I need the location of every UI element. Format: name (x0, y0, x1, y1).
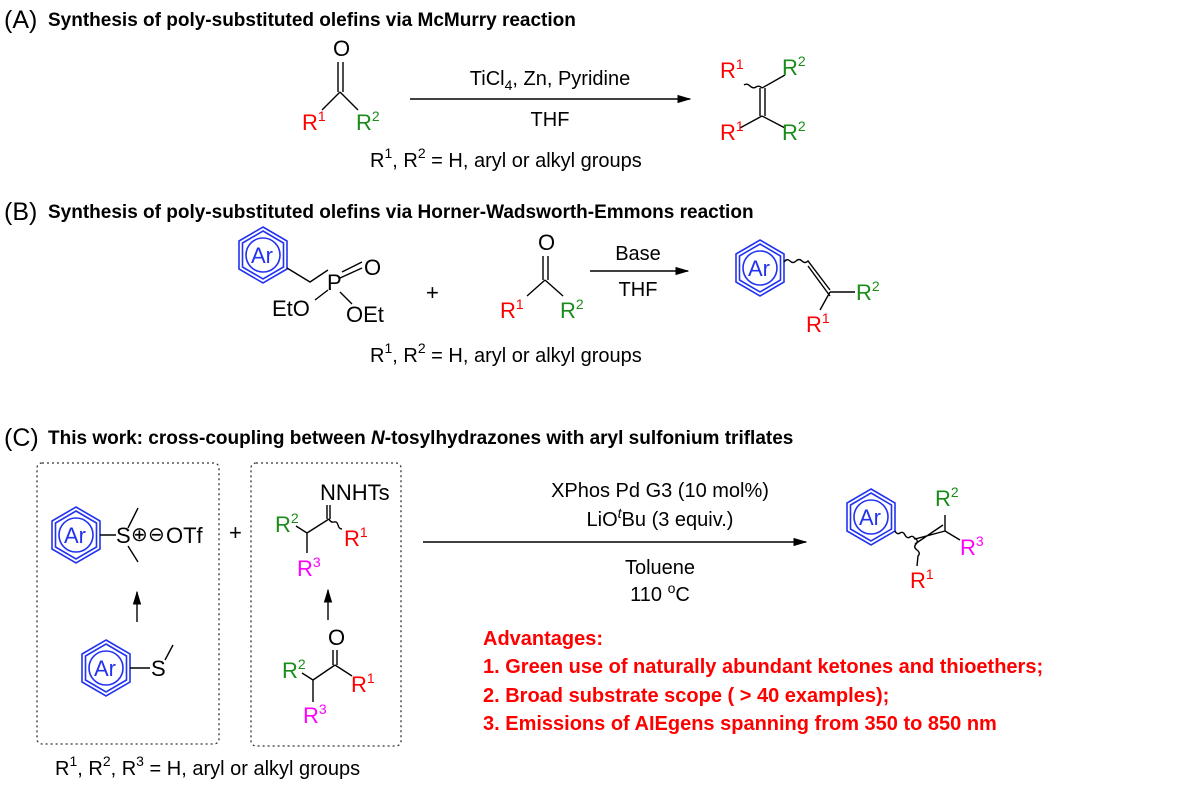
r2-label: R2 (560, 296, 584, 323)
r2-label: R2 (356, 108, 380, 135)
nnhts-label: NNHTs (320, 480, 390, 505)
r3-label: R3 (960, 533, 984, 560)
aryl-thioether: Ar S (81, 639, 174, 697)
solvent-a: THF (531, 109, 570, 131)
phosphorus-label: P (327, 270, 342, 295)
plus-sign: + (229, 520, 242, 545)
solvent-c: Toluene (625, 557, 695, 579)
oxygen-label: O (328, 625, 345, 650)
ketone-c: O R2 R1 R3 (282, 625, 375, 728)
r1-label: R1 (351, 670, 375, 697)
advantage-item: 3. Emissions of AIEgens spanning from 35… (483, 713, 997, 735)
olefin-product-c: Ar R2 R3 R1 (846, 484, 984, 593)
plus-sign: + (426, 280, 439, 305)
section-a-label: (A) (4, 6, 37, 34)
ketone-a: O R1 R2 (302, 36, 380, 135)
solvent-b: THF (619, 279, 658, 301)
section-b: (B) Synthesis of poly-substituted olefin… (4, 198, 880, 367)
reagent-b: Base (615, 243, 661, 265)
sulfur-label: S (151, 656, 166, 681)
ar-label: Ar (859, 505, 881, 530)
oet-label: OEt (346, 302, 384, 327)
hydrazone-box (250, 462, 402, 747)
r1-label: R1 (720, 56, 744, 83)
section-b-label: (B) (4, 198, 37, 226)
r2-label: R2 (275, 510, 299, 537)
r1-label: R1 (910, 566, 934, 593)
phosphonate: Ar P O EtO OEt (238, 226, 384, 327)
oxygen-label: O (333, 36, 350, 61)
section-c-title: This work: cross-coupling between N-tosy… (48, 428, 793, 449)
r1-label: R1 (720, 118, 744, 145)
r1-label: R1 (500, 296, 524, 323)
r3-label: R3 (297, 554, 321, 581)
n-tosylhydrazone: NNHTs R2 R1 R3 (275, 480, 390, 581)
olefin-product-a: R1 R2 R1 R2 (720, 53, 806, 145)
base-label: LiOtBu (3 equiv.) (587, 505, 734, 531)
advantage-item: 1. Green use of naturally abundant keton… (483, 656, 1043, 678)
r1-label: R1 (302, 108, 326, 135)
eto-label: EtO (272, 296, 310, 321)
olefin-product-b: Ar R2 R1 (735, 239, 880, 337)
advantages-title: Advantages: (483, 628, 603, 650)
section-a: (A) Synthesis of poly-substituted olefin… (4, 6, 806, 172)
r2-label: R2 (782, 118, 806, 145)
temperature-label: 110 oC (630, 580, 690, 606)
positive-charge-icon: ⊕ (131, 524, 148, 546)
ar-label: Ar (748, 256, 770, 281)
r2-label: R2 (856, 278, 880, 305)
ar-label: Ar (251, 243, 273, 268)
ketone-b: O R1 R2 (500, 230, 584, 323)
section-a-title: Synthesis of poly-substituted olefins vi… (48, 10, 576, 31)
r2-label: R2 (282, 656, 306, 683)
sulfonium-box (36, 462, 220, 745)
caption-a: R1, R2 = H, aryl or alkyl groups (370, 145, 642, 172)
r2-label: R2 (782, 53, 806, 80)
caption-c: R1, R2, R3 = H, aryl or alkyl groups (55, 753, 360, 780)
oxygen-label: O (364, 255, 381, 280)
ar-label: Ar (64, 523, 86, 548)
caption-b: R1, R2 = H, aryl or alkyl groups (370, 340, 642, 367)
negative-charge-icon: ⊖ (148, 524, 165, 546)
otf-label: OTf (166, 523, 204, 548)
sulfur-label: S (116, 523, 131, 548)
catalyst-label: XPhos Pd G3 (10 mol%) (551, 480, 769, 502)
r2-label: R2 (935, 484, 959, 511)
advantages-list: Advantages: 1. Green use of naturally ab… (483, 628, 1043, 735)
r1-label: R1 (344, 524, 368, 551)
oxygen-label: O (538, 230, 555, 255)
section-c-label: (C) (4, 424, 39, 452)
advantage-item: 2. Broad substrate scope ( > 40 examples… (483, 685, 889, 707)
reagents-a: TiCl4, Zn, Pyridine (470, 68, 630, 93)
r1-label: R1 (806, 310, 830, 337)
section-c: (C) This work: cross-coupling between N-… (4, 424, 1043, 780)
section-b-title: Synthesis of poly-substituted olefins vi… (48, 202, 754, 223)
r3-label: R3 (303, 701, 327, 728)
aryl-sulfonium-triflate: Ar S ⊕ ⊖ OTf (51, 506, 204, 564)
ar-label: Ar (94, 656, 116, 681)
